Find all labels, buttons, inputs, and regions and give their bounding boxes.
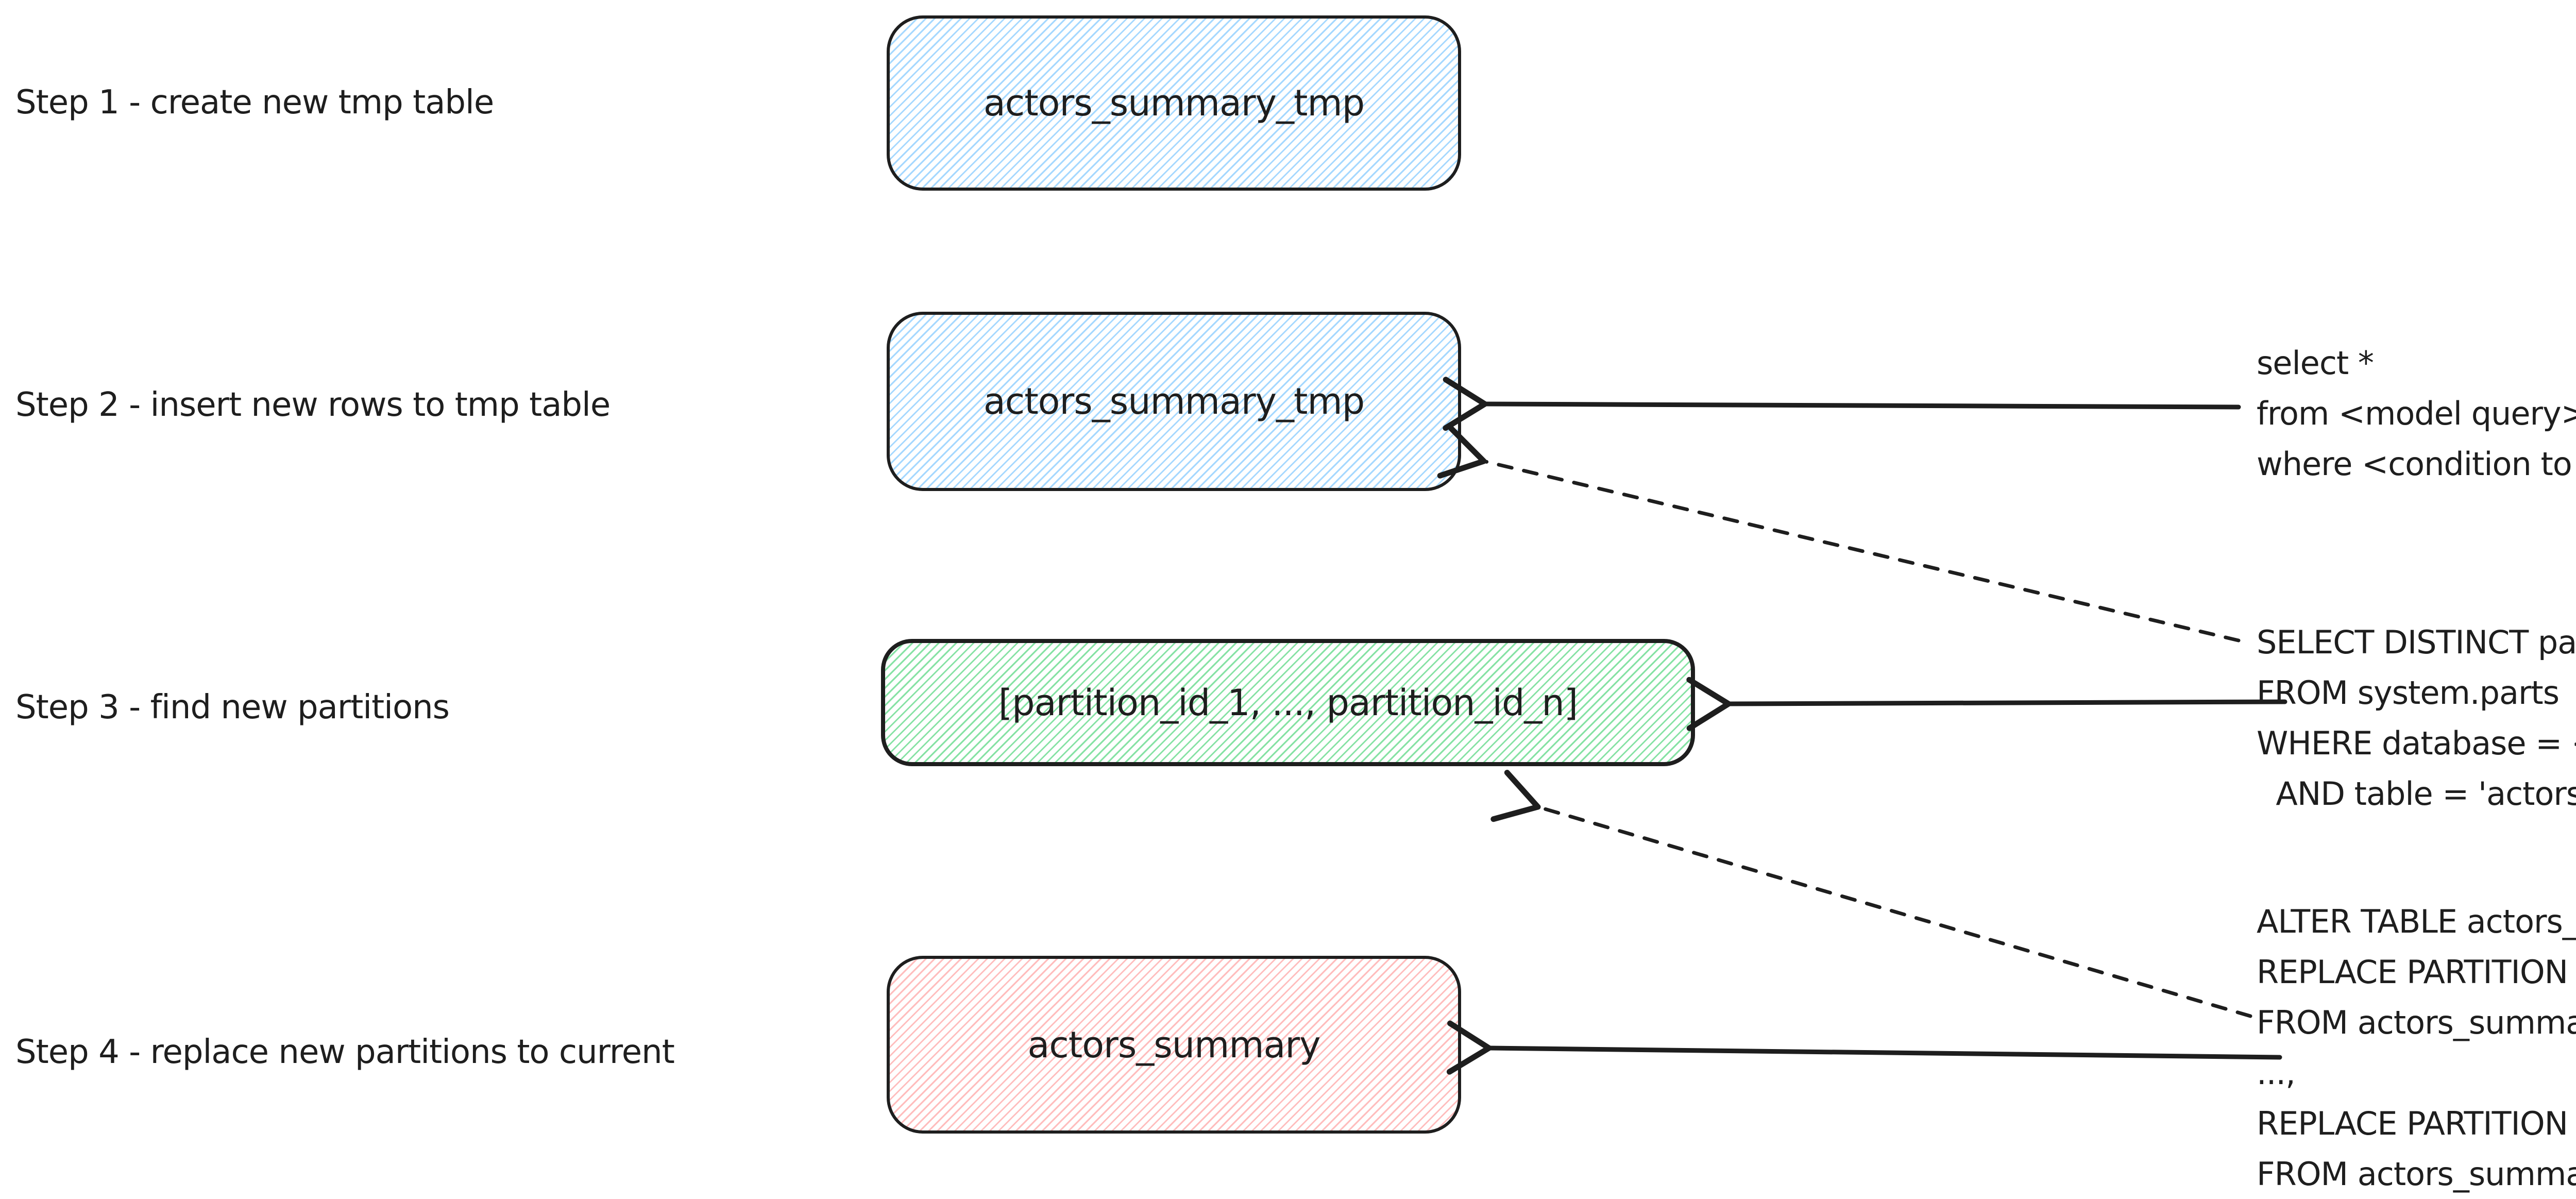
arrow-replace-sql-to-partition-list: [1490, 769, 2252, 1018]
sql-line: FROM actors_summary_tmp,: [2257, 1155, 2576, 1193]
arrow-replace-sql-to-current-table: [1446, 1020, 2282, 1075]
tmp-table-node-step-1-text: actors_summary_tmp: [983, 82, 1365, 124]
sql-line: from <model query>: [2257, 395, 2576, 432]
current-table-node-text: actors_summary: [1027, 1023, 1320, 1066]
select-new-rows-sql: select * from <model query> where <condi…: [2257, 338, 2576, 489]
sql-line: FROM actors_summary_tmp,: [2257, 1004, 2576, 1041]
arrow-partitions-sql-to-tmp-table: [1437, 426, 2241, 643]
arrow-select-sql-to-tmp-table: [1443, 377, 2241, 431]
step-3-label: Step 3 - find new partitions: [15, 688, 450, 727]
tmp-table-node-step-1: actors_summary_tmp: [887, 15, 1461, 191]
partition-list-node-text: [partition_id_1, ..., partition_id_n]: [998, 681, 1578, 724]
step-2-label: Step 2 - insert new rows to tmp table: [15, 386, 611, 424]
partition-list-node: [partition_id_1, ..., partition_id_n]: [881, 639, 1695, 766]
sql-line: where <condition to identify new>: [2257, 445, 2572, 483]
sql-line: AND table = 'actors_summary_tmp': [2276, 775, 2576, 813]
tmp-table-node-step-2-text: actors_summary_tmp: [983, 380, 1365, 423]
step-4-label: Step 4 - replace new partitions to curre…: [15, 1033, 675, 1071]
sql-line: FROM system.parts: [2257, 674, 2560, 712]
current-table-node: actors_summary: [887, 956, 1461, 1134]
sql-line: SELECT DISTINCT partition_id: [2257, 623, 2576, 661]
step-1-label: Step 1 - create new tmp table: [15, 83, 494, 122]
sql-line: REPLACE PARTITION partition_id_1: [2257, 953, 2568, 991]
sql-line: ALTER TABLE actors_summary: [2257, 903, 2576, 940]
sql-line: REPLACE PARTITION partition_id_n: [2257, 1105, 2568, 1142]
tmp-table-node-step-2: actors_summary_tmp: [887, 312, 1461, 491]
sql-line: WHERE database = <database>: [2257, 724, 2576, 762]
replace-partitions-sql: ALTER TABLE actors_summary REPLACE PARTI…: [2257, 897, 2576, 1199]
select-distinct-partitions-sql: SELECT DISTINCT partition_id FROM system…: [2257, 617, 2576, 819]
arrow-partitions-sql-to-partition-list: [1686, 677, 2287, 731]
sql-line: ...,: [2257, 1054, 2296, 1092]
sql-line: select *: [2257, 344, 2374, 382]
